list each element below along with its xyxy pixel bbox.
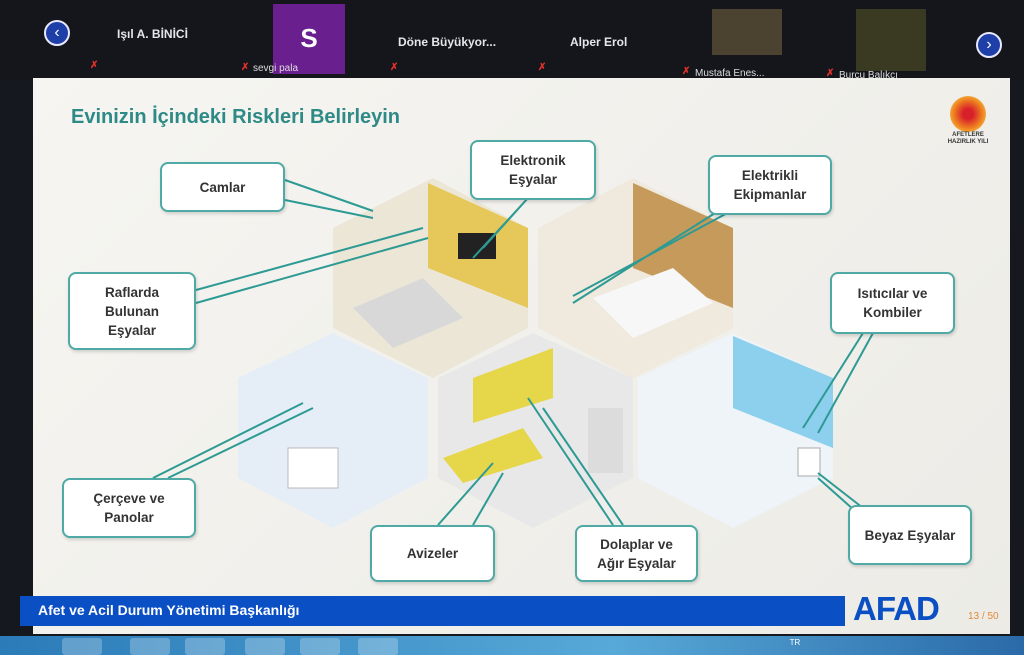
room-living [333,178,528,378]
participant-name: Işıl A. BİNİCİ [117,27,188,41]
house-illustration [152,178,874,528]
taskbar-zoom-icon[interactable] [358,638,398,655]
mic-muted-icon: ✗ [390,62,399,73]
callout-lines [152,179,874,526]
mic-muted-icon: ✗ [90,60,99,71]
slide-page-number: 13 / 50 [968,611,999,622]
mic-muted-icon: ✗ [826,68,835,79]
prev-page-button[interactable]: ‹ [44,20,70,46]
participant-name: Burcu Balıkçı [839,70,898,81]
callout-camlar: Camlar [160,162,285,212]
participant-name: sevgi pala [253,63,299,74]
participant-name: Mustafa Enes... [695,68,765,79]
windows-taskbar: TR [0,636,1024,655]
participant-avatar: S [273,4,345,74]
participant-strip: ‹ Işıl A. BİNİCİ ✗ S ✗ sevgi pala Döne B… [0,0,1024,81]
taskbar-browser-icon[interactable] [245,638,285,655]
participant-name: Döne Büyükyor... [398,35,497,49]
slide-footer: Afet ve Acil Durum Yönetimi Başkanlığı [20,596,845,626]
start-button[interactable] [10,638,50,655]
room-bedroom [538,178,733,378]
mic-muted-icon: ✗ [682,66,691,77]
taskbar-explorer-icon[interactable] [62,638,102,655]
taskbar-excel-icon[interactable] [185,638,225,655]
participant-video [856,9,926,71]
taskbar-app-icon[interactable] [300,638,340,655]
room-bathroom [638,333,833,528]
callout-avizeler: Avizeler [370,525,495,582]
afad-logo: AFAD [853,590,940,627]
next-page-button[interactable]: › [976,32,1002,58]
shared-slide: Evinizin İçindeki Riskleri Belirleyin AF… [20,78,1010,634]
mic-muted-icon: ✗ [538,62,547,73]
slide-title: Evinizin İçindeki Riskleri Belirleyin [71,106,401,128]
language-indicator[interactable]: TR [789,638,801,647]
participant-name: Alper Erol [570,35,628,49]
callout-beyaz: Beyaz Eşyalar [848,505,972,565]
participant-video [712,9,782,55]
room-kitchen [438,333,633,528]
room-nursery [238,333,428,528]
mic-muted-icon: ✗ [241,62,250,73]
taskbar-word-icon[interactable] [130,638,170,655]
